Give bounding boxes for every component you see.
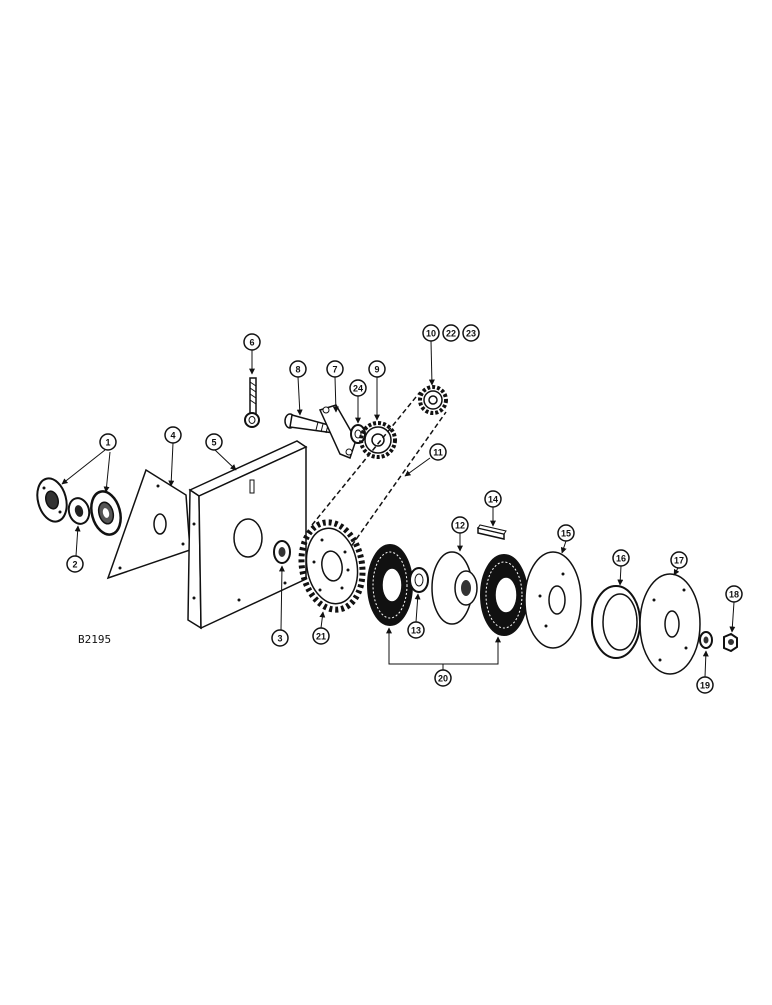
shaft-key <box>477 524 507 540</box>
callout-7: 7 <box>326 360 344 378</box>
svg-text:15: 15 <box>561 529 571 539</box>
callout-15: 15 <box>557 524 575 542</box>
callout-21: 21 <box>312 627 330 645</box>
svg-text:4: 4 <box>170 431 175 441</box>
drive-chain <box>311 391 447 566</box>
callout-4: 4 <box>164 426 182 444</box>
svg-text:12: 12 <box>455 521 465 531</box>
svg-text:10: 10 <box>426 329 436 339</box>
callout-16: 16 <box>612 549 630 567</box>
svg-text:8: 8 <box>295 365 300 375</box>
large-sprocket <box>298 519 366 613</box>
leader-lines <box>61 340 736 678</box>
spring-ring <box>591 585 641 659</box>
spacer-bushing <box>273 540 291 564</box>
svg-text:18: 18 <box>729 590 739 600</box>
friction-disc-left <box>367 544 413 626</box>
svg-text:22: 22 <box>446 329 456 339</box>
callout-1: 1 <box>99 433 117 451</box>
callout-19: 19 <box>696 676 714 694</box>
svg-text:21: 21 <box>316 632 326 642</box>
bearing-flange-left <box>36 477 68 523</box>
callout-2: 2 <box>66 555 84 573</box>
callout-22: 22 <box>442 324 460 342</box>
callout-24: 24 <box>349 379 367 397</box>
callout-14: 14 <box>484 490 502 508</box>
svg-text:11: 11 <box>433 448 443 458</box>
idler-bracket <box>318 404 357 459</box>
svg-text:6: 6 <box>249 338 254 348</box>
svg-text:1: 1 <box>105 438 110 448</box>
drive-sprocket-small <box>418 385 448 415</box>
callout-13: 13 <box>407 621 425 639</box>
callout-9: 9 <box>368 360 386 378</box>
reference-code: B2195 <box>78 633 111 646</box>
clutch-hub <box>431 551 478 625</box>
hub-bushing <box>409 567 429 593</box>
bearing-flange-right <box>90 490 122 536</box>
eye-bolt <box>244 377 260 428</box>
friction-disc-right <box>480 554 528 636</box>
callout-8: 8 <box>289 360 307 378</box>
bolt <box>284 413 337 434</box>
callout-17: 17 <box>670 551 688 569</box>
pressure-plate <box>524 551 582 649</box>
svg-text:23: 23 <box>466 329 476 339</box>
svg-text:13: 13 <box>411 626 421 636</box>
svg-text:16: 16 <box>616 554 626 564</box>
svg-text:24: 24 <box>353 384 363 394</box>
cover-plate <box>639 573 701 675</box>
callout-5: 5 <box>205 433 223 451</box>
svg-text:19: 19 <box>700 681 710 691</box>
callout-10: 10 <box>422 324 440 342</box>
svg-text:14: 14 <box>488 495 498 505</box>
svg-text:9: 9 <box>374 365 379 375</box>
idler-sprocket <box>359 421 397 459</box>
svg-text:7: 7 <box>332 365 337 375</box>
svg-text:20: 20 <box>438 674 448 684</box>
svg-text:5: 5 <box>211 438 216 448</box>
callout-23: 23 <box>462 324 480 342</box>
bearing-insert <box>67 497 91 525</box>
callout-6: 6 <box>243 333 261 351</box>
svg-text:2: 2 <box>72 560 77 570</box>
hex-nut <box>723 632 738 653</box>
callout-3: 3 <box>271 629 289 647</box>
callout-20: 20 <box>434 669 452 687</box>
callout-12: 12 <box>451 516 469 534</box>
mounting-panel <box>187 440 308 630</box>
lock-washer <box>699 631 713 649</box>
washer <box>350 424 366 444</box>
callout-18: 18 <box>725 585 743 603</box>
svg-text:3: 3 <box>277 634 282 644</box>
svg-text:17: 17 <box>674 556 684 566</box>
callout-11: 11 <box>429 443 447 461</box>
